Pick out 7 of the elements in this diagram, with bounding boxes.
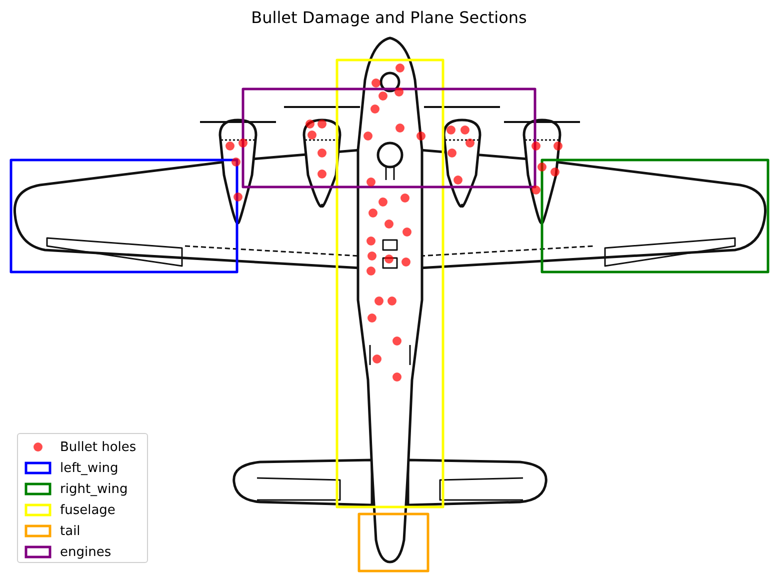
legend-label: tail xyxy=(60,524,80,538)
legend-label: fuselage xyxy=(60,502,116,518)
legend-label: engines xyxy=(60,544,112,560)
legend-label: right_wing xyxy=(60,482,128,496)
chart-title: Bullet Damage and Plane Sections xyxy=(251,8,527,27)
legend-label: Bullet holes xyxy=(60,440,136,454)
legend-label: left_wing xyxy=(60,460,118,476)
